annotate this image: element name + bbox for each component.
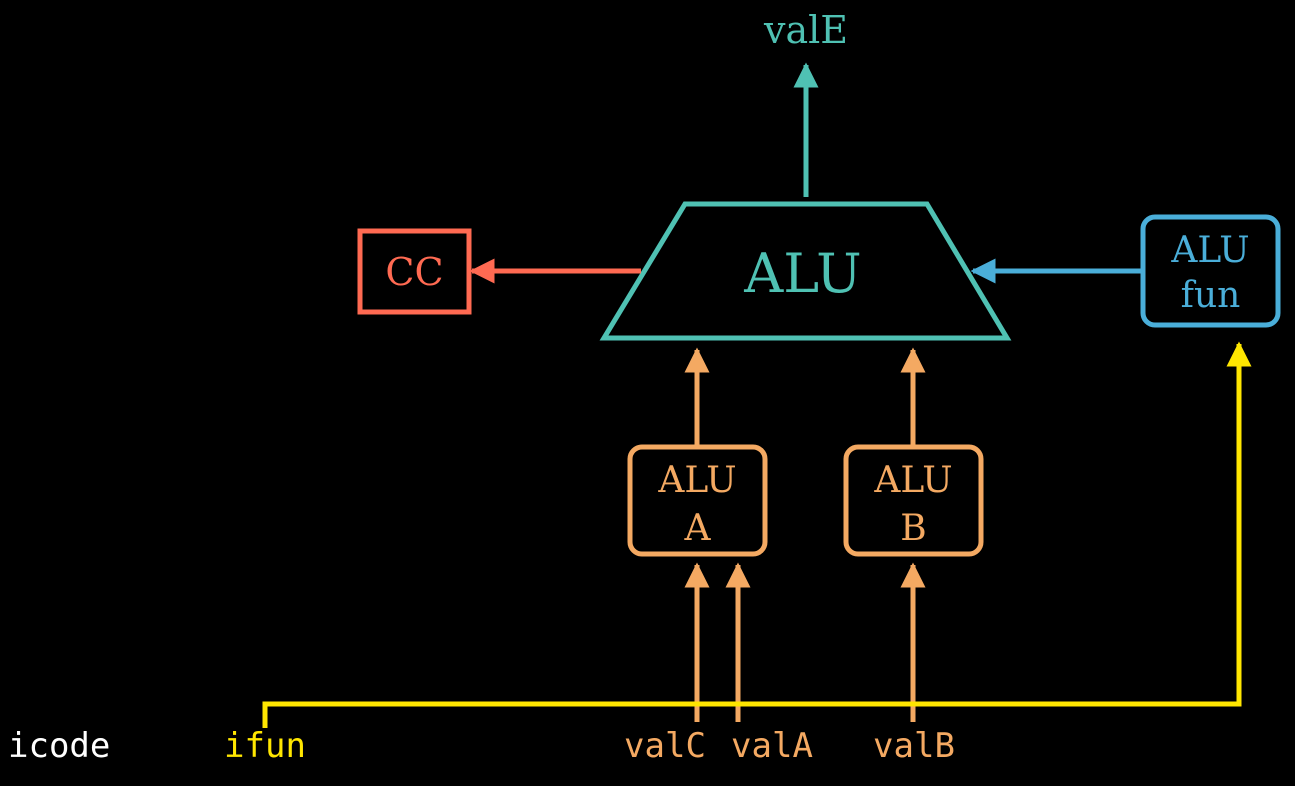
alu-fun-label-line1: ALU <box>1170 230 1249 271</box>
alu-b-label-line2: B <box>900 508 926 549</box>
ifun-label: ifun <box>224 726 306 766</box>
alu-a-label-line2: A <box>684 508 712 549</box>
alu-fun-label-line2: fun <box>1181 275 1241 316</box>
icode-label: icode <box>8 726 110 766</box>
valb-label: valB <box>873 726 955 766</box>
cc-label: CC <box>385 250 443 294</box>
alu-b-label-line1: ALU <box>873 460 952 501</box>
alu-a-block <box>627 444 768 557</box>
ifun-to-alufun-wire <box>262 341 1252 728</box>
alu-fun-block <box>1140 214 1281 328</box>
alu-a-label-line1: ALU <box>657 460 736 501</box>
alu-label: ALU <box>743 242 861 305</box>
vale-label: valE <box>763 8 848 52</box>
valc-label: valC <box>624 726 706 766</box>
vala-label: valA <box>731 726 813 766</box>
alu-b-block <box>843 444 984 557</box>
alu-block <box>599 201 1012 341</box>
cc-register <box>357 228 472 315</box>
